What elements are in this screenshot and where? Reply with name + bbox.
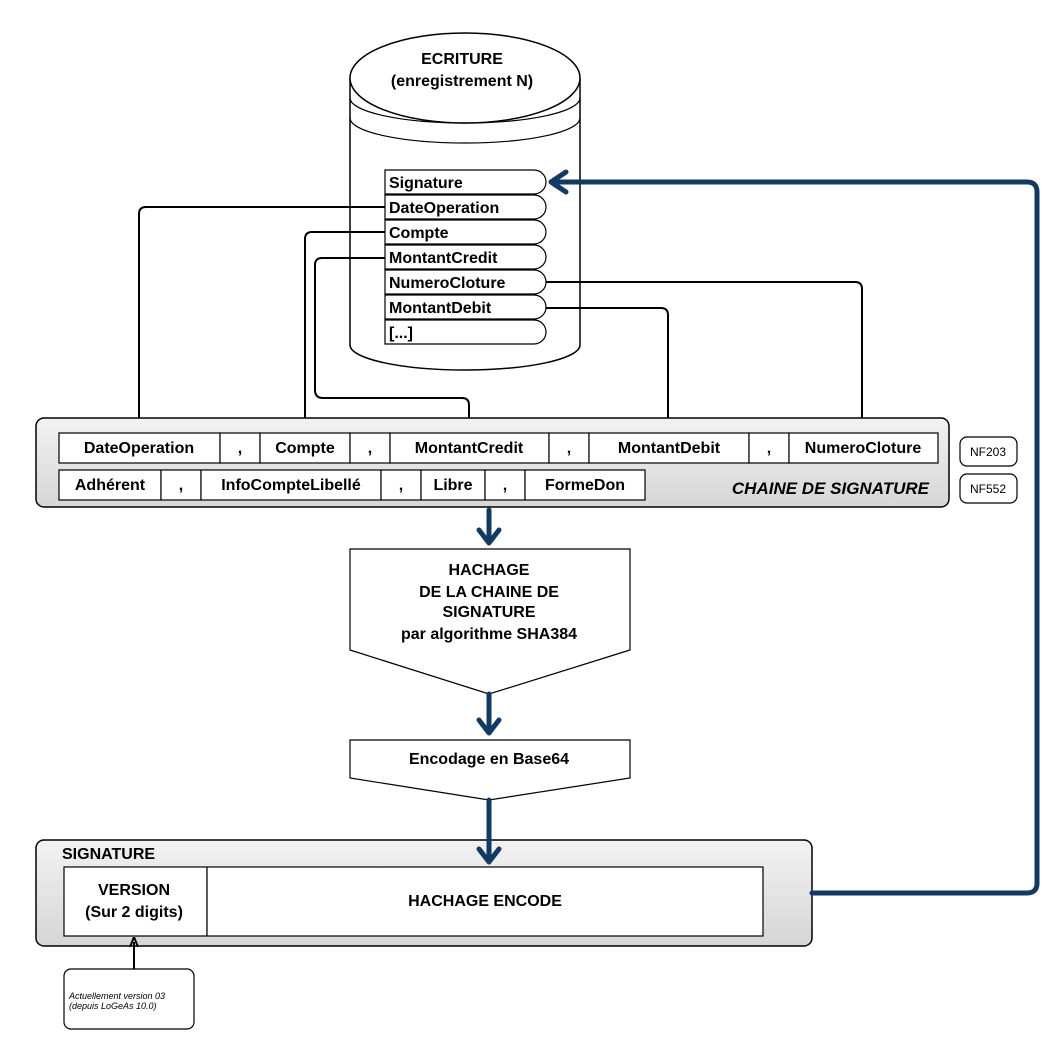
flow-arrows xyxy=(476,169,1040,896)
field-label: NumeroCloture xyxy=(389,275,506,292)
connector-montantdebit xyxy=(546,307,668,430)
field-label: [...] xyxy=(389,325,413,342)
chain-separator: , xyxy=(238,440,242,457)
connector-compte xyxy=(305,231,385,430)
note-line-1: Actuellement version 03 xyxy=(68,991,165,1001)
chain-separator: , xyxy=(179,477,183,494)
field-signature: Signature xyxy=(384,169,547,195)
chain-item: Compte xyxy=(275,440,335,457)
version-line-1: VERSION xyxy=(98,882,170,899)
flow-arrow-feedback-to-signature-field xyxy=(548,169,1040,896)
chain-item: NumeroCloture xyxy=(805,440,922,457)
chain-separator: , xyxy=(567,440,571,457)
chain-row-2: Adhérent , InfoCompteLibellé , Libre , F… xyxy=(58,469,646,501)
chain-label: CHAINE DE SIGNATURE xyxy=(732,479,930,498)
database-fields: Signature DateOperation Compte MontantCr… xyxy=(384,169,547,345)
nf-tag-2-label: NF552 xyxy=(970,482,1006,496)
connector-montantcredit xyxy=(314,257,469,430)
chain-row-1: DateOperation , Compte , MontantCredit ,… xyxy=(58,432,939,464)
version-line-2: (Sur 2 digits) xyxy=(85,904,183,921)
chain-item: Libre xyxy=(433,477,472,494)
chain-separator: , xyxy=(503,477,507,494)
encode-step: Encodage en Base64 xyxy=(349,739,631,801)
field-label: Compte xyxy=(389,225,449,242)
flow-arrow-chain-to-hash xyxy=(476,507,502,546)
chain-item: MontantCredit xyxy=(415,440,524,457)
hash-step: HACHAGE DE LA CHAINE DE SIGNATURE par al… xyxy=(349,548,631,695)
chain-separator: , xyxy=(368,440,372,457)
chain-item: MontantDebit xyxy=(618,440,721,457)
version-note: Actuellement version 03 (depuis LoGeAs 1… xyxy=(63,968,195,1030)
flow-arrow-encode-to-signature xyxy=(476,797,502,865)
hash-line-2: DE LA CHAINE DE xyxy=(419,584,559,601)
field-more: [...] xyxy=(384,319,547,345)
field-numerocloture: NumeroCloture xyxy=(384,269,547,295)
signature-panel: SIGNATURE VERSION (Sur 2 digits) HACHAGE… xyxy=(35,839,813,947)
chain-separator: , xyxy=(399,477,403,494)
hash-line-3: SIGNATURE xyxy=(442,604,535,621)
chain-panel: DateOperation , Compte , MontantCredit ,… xyxy=(35,417,950,508)
hash-line-1: HACHAGE xyxy=(449,562,530,579)
field-label: DateOperation xyxy=(389,200,499,217)
connector-numerocloture xyxy=(546,281,862,430)
database-title-line2: (enregistrement N) xyxy=(391,73,533,90)
nf-tag-1-label: NF203 xyxy=(970,445,1006,459)
signature-title: SIGNATURE xyxy=(62,846,155,863)
chain-item: InfoCompteLibellé xyxy=(221,477,361,494)
chain-separator: , xyxy=(767,440,771,457)
field-dateoperation: DateOperation xyxy=(384,194,547,220)
field-connectors xyxy=(139,206,862,430)
field-montantcredit: MontantCredit xyxy=(384,244,547,270)
hash-line-4: par algorithme SHA384 xyxy=(401,626,577,643)
flow-arrow-hash-to-encode xyxy=(476,691,502,736)
chain-item: Adhérent xyxy=(75,477,146,494)
note-line-2: (depuis LoGeAs 10.0) xyxy=(69,1001,157,1011)
nf-tag-2: NF552 xyxy=(959,473,1018,504)
field-label: MontantDebit xyxy=(389,300,492,317)
chain-item: FormeDon xyxy=(545,477,625,494)
field-montantdebit: MontantDebit xyxy=(384,294,547,320)
connector-dateoperation xyxy=(139,206,385,430)
hash-encoded-label: HACHAGE ENCODE xyxy=(408,893,562,910)
encode-label: Encodage en Base64 xyxy=(409,751,569,768)
chain-item: DateOperation xyxy=(84,440,194,457)
nf-tag-1: NF203 xyxy=(959,436,1018,467)
field-label: Signature xyxy=(389,175,463,192)
field-compte: Compte xyxy=(384,219,547,245)
database-title-line1: ECRITURE xyxy=(421,51,503,68)
field-label: MontantCredit xyxy=(389,250,498,267)
